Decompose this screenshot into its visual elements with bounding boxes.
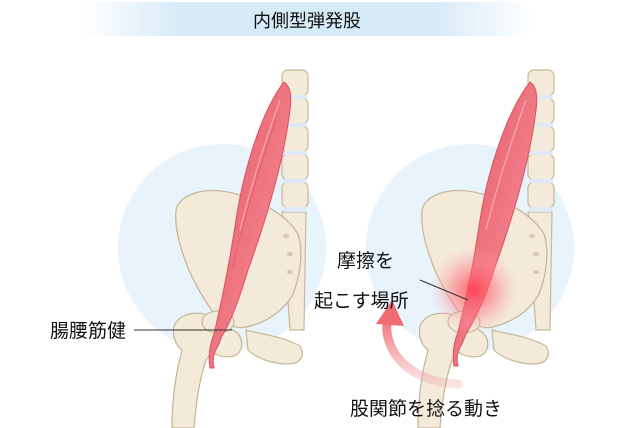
femur xyxy=(171,312,243,428)
iliopsoas-muscle xyxy=(208,81,292,369)
rotation-arrow xyxy=(382,313,463,389)
friction-leader-line xyxy=(419,279,469,301)
motion-label: 股関節を捻る動き xyxy=(350,398,503,420)
right-panel xyxy=(366,69,574,428)
title-band: 内側型弾発股 xyxy=(82,2,532,36)
friction-point xyxy=(430,246,518,334)
left-panel xyxy=(118,69,326,428)
pubis xyxy=(245,329,303,365)
friction-label-line2: 起こす場所 xyxy=(314,290,409,312)
friction-label-line1: 摩擦を xyxy=(337,250,395,272)
iliopsoas-tendon-label: 腸腰筋健 xyxy=(50,320,127,342)
arrow-head-icon xyxy=(376,300,404,326)
pubis xyxy=(491,329,549,365)
page-title: 内側型弾発股 xyxy=(253,11,361,32)
